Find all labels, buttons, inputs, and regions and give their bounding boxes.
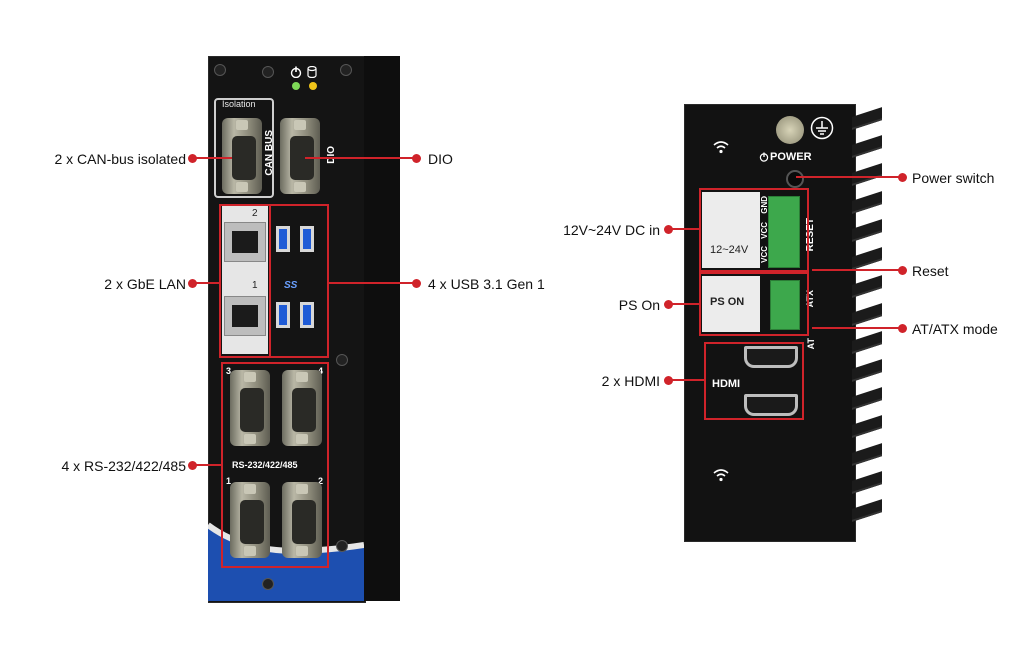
callout-leader: [192, 282, 220, 284]
callout-at-atx: AT/ATX mode: [912, 321, 998, 337]
usb-port: [276, 226, 290, 252]
callout-leader: [796, 176, 902, 178]
screw: [340, 64, 352, 76]
highlight-usb: [269, 204, 329, 358]
usb-port: [300, 226, 314, 252]
at-label: AT: [806, 338, 816, 350]
dc-terminal-block: [768, 196, 800, 268]
callout-leader: [192, 157, 232, 159]
callout-leader: [305, 157, 417, 159]
lan2-label: 2: [252, 208, 258, 219]
lan-port-2: [224, 222, 266, 262]
power-led: [292, 82, 300, 90]
callout-leader: [668, 228, 700, 230]
ground-screw: [776, 116, 804, 144]
isolation-frame: [214, 98, 274, 198]
left-device-side: [364, 56, 400, 601]
callout-usb: 4 x USB 3.1 Gen 1: [428, 276, 545, 292]
callout-dot: [898, 173, 907, 182]
dio-port: [280, 118, 320, 194]
callout-power-switch: Power switch: [912, 170, 995, 186]
callout-dio: DIO: [428, 151, 453, 167]
dio-label: DIO: [326, 146, 337, 164]
power-label: POWER: [770, 151, 812, 163]
callout-leader: [812, 269, 902, 271]
serial-port-2: [282, 482, 322, 558]
storage-icon: [307, 66, 317, 78]
callout-leader: [329, 282, 417, 284]
storage-led: [309, 82, 317, 90]
can-bus-port: [222, 118, 262, 194]
callout-dc-in: 12V~24V DC in: [563, 222, 660, 238]
callout-dot: [898, 324, 907, 333]
hdmi-label: HDMI: [712, 378, 741, 390]
callout-lan: 2 x GbE LAN: [104, 276, 186, 292]
usb-port: [300, 302, 314, 328]
ps-on-terminal-block: [770, 280, 800, 330]
callout-leader: [668, 379, 706, 381]
usb-ss-logo: SS: [284, 280, 298, 291]
highlight-lan: [219, 204, 271, 358]
serial-num-2: 2: [318, 476, 324, 486]
lan1-label: 1: [252, 280, 258, 291]
wifi-icon: [713, 469, 729, 482]
ps-on-panel: [702, 276, 760, 332]
hdmi-port: [744, 394, 798, 416]
highlight-dc-in: [699, 188, 809, 272]
screw: [262, 66, 274, 78]
callout-leader: [668, 303, 700, 305]
can-bus-label: CAN BUS: [264, 130, 275, 176]
serial-port-1: [230, 482, 270, 558]
serial-num-3: 3: [226, 366, 232, 376]
serial-num-4: 4: [318, 366, 324, 376]
power-icon: [290, 66, 302, 78]
screw: [336, 540, 348, 552]
isolation-label: Isolation: [222, 99, 256, 109]
lan-port-1: [224, 296, 266, 336]
wifi-icon: [713, 141, 729, 154]
screw: [214, 64, 226, 76]
callout-leader: [812, 327, 902, 329]
usb-port: [276, 302, 290, 328]
voltage-label: 12~24V: [710, 244, 749, 256]
ps-on-label: PS ON: [710, 296, 745, 308]
callout-can-bus: 2 x CAN-bus isolated: [54, 151, 186, 167]
serial-num-1: 1: [226, 476, 232, 486]
hdmi-port: [744, 346, 798, 368]
callout-hdmi: 2 x HDMI: [601, 373, 660, 389]
highlight-serial: [221, 362, 329, 568]
power-icon: [759, 152, 769, 162]
serial-port-4: [282, 370, 322, 446]
callout-serial: 4 x RS-232/422/485: [61, 458, 186, 474]
serial-port-3: [230, 370, 270, 446]
highlight-hdmi: [704, 342, 804, 420]
callout-ps-on: PS On: [618, 297, 660, 313]
ground-icon: [810, 116, 834, 140]
callout-leader: [192, 464, 222, 466]
highlight-ps-on: [699, 272, 809, 336]
screw: [336, 354, 348, 366]
serial-label: RS-232/422/485: [232, 460, 298, 470]
callout-reset: Reset: [912, 263, 949, 279]
power-switch[interactable]: [786, 170, 804, 188]
callout-dot: [898, 266, 907, 275]
dc-in-panel: [702, 192, 760, 268]
screw: [262, 578, 274, 590]
